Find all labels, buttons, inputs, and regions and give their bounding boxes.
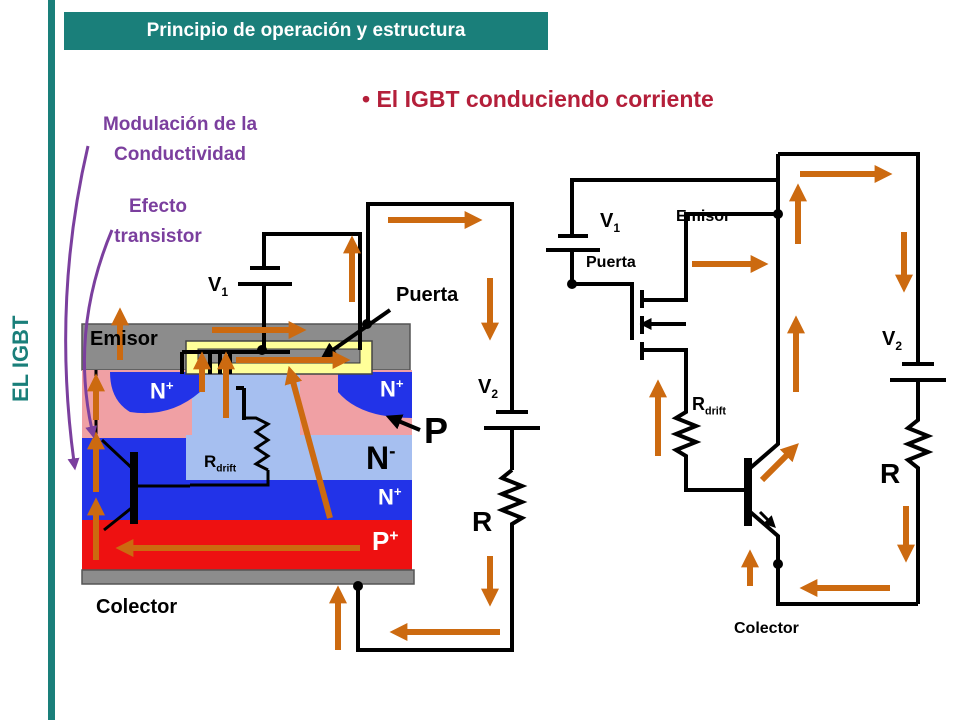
right-nplus-sup: + xyxy=(395,376,404,391)
title-bar: Principio de operación y estructura xyxy=(64,12,548,50)
right-v2-text: V xyxy=(882,328,896,350)
modulation-line2: Conductividad xyxy=(114,144,246,165)
right-rdrift-label: Rdrift xyxy=(692,394,726,418)
left-v1-label: V1 xyxy=(208,274,228,299)
right-bjt-arrow xyxy=(758,510,776,528)
right-emitter-node xyxy=(773,209,783,219)
right-v2-sub: 2 xyxy=(895,339,903,353)
p-plus-sup: + xyxy=(389,527,399,545)
right-v1-text: V xyxy=(600,210,614,232)
modulation-label: Modulación de la Conductividad xyxy=(80,110,280,170)
right-rdrift-text: R xyxy=(692,394,705,414)
n-minus-sup: - xyxy=(389,441,396,463)
left-collector-node xyxy=(353,581,363,591)
n-minus-drift xyxy=(186,435,412,480)
n-plus-layer-sup: + xyxy=(393,484,402,499)
right-v1-sub: 1 xyxy=(613,221,621,235)
left-rdrift-resistor xyxy=(242,388,271,472)
transistor-line1: Efecto xyxy=(128,196,188,217)
left-v2-label: V2 xyxy=(478,376,498,401)
bullet-text: El IGBT conduciendo corriente xyxy=(376,86,714,112)
left-v2-text: V xyxy=(478,376,492,398)
right-emisor-label: Emisor xyxy=(676,208,731,225)
right-collector-node xyxy=(773,559,783,569)
modulation-line1: Modulación de la xyxy=(102,114,258,135)
collector-metal xyxy=(81,569,415,585)
left-nplus-text: N xyxy=(150,378,166,404)
left-current-arrows xyxy=(87,211,500,650)
transistor-label: Efecto transistor xyxy=(98,192,218,252)
n-plus-layer-label: N+ xyxy=(378,484,402,510)
left-nplus-sup: + xyxy=(165,378,174,393)
transistor-line2: transistor xyxy=(114,226,202,247)
sidebar-stripe xyxy=(48,0,55,720)
n-plus-layer-text: N xyxy=(378,484,394,510)
left-colector-label: Colector xyxy=(96,596,178,618)
left-rdrift-label: Rdrift xyxy=(204,452,236,474)
left-puerta-label: Puerta xyxy=(396,284,459,306)
left-emisor-label: Emisor xyxy=(90,328,158,350)
n-plus-well-right xyxy=(338,372,412,418)
left-gate-node xyxy=(257,345,267,355)
left-v2-sub: 2 xyxy=(491,387,499,401)
left-rdrift-sub: drift xyxy=(216,463,237,475)
right-current-arrows xyxy=(649,165,915,597)
p-plus-label: P+ xyxy=(372,526,398,557)
left-circuit-wires xyxy=(238,202,540,652)
right-gate-node xyxy=(567,279,577,289)
bullet-heading: • El IGBT conduciendo corriente xyxy=(362,86,714,112)
p-plus-text: P xyxy=(372,526,390,556)
p-pointer-arrow xyxy=(385,414,421,432)
left-rdrift-text: R xyxy=(204,452,217,471)
left-rdrift-wire xyxy=(190,470,270,487)
right-colector-label: Colector xyxy=(734,620,799,637)
right-nplus-text: N xyxy=(380,376,396,402)
n-plus-well-left xyxy=(110,372,200,414)
puerta-pointer-arrow xyxy=(320,308,392,359)
left-v1-text: V xyxy=(208,274,222,296)
purple-annotation-arrows xyxy=(64,145,114,471)
p-region-label: P xyxy=(424,410,449,451)
right-r-label: R xyxy=(880,458,901,489)
right-circuit-wires xyxy=(546,152,946,606)
right-rdrift-sub: drift xyxy=(705,405,726,418)
n-minus-label: N- xyxy=(366,440,396,477)
left-v1-sub: 1 xyxy=(221,285,229,299)
right-v1-label: V1 xyxy=(600,210,620,235)
n-minus-text: N xyxy=(366,440,390,476)
right-v2-label: V2 xyxy=(882,328,902,353)
left-r-label: R xyxy=(472,506,493,537)
right-puerta-label: Puerta xyxy=(586,254,636,271)
left-nplus-label: N+ xyxy=(150,378,174,404)
right-nplus-label: N+ xyxy=(380,376,404,402)
